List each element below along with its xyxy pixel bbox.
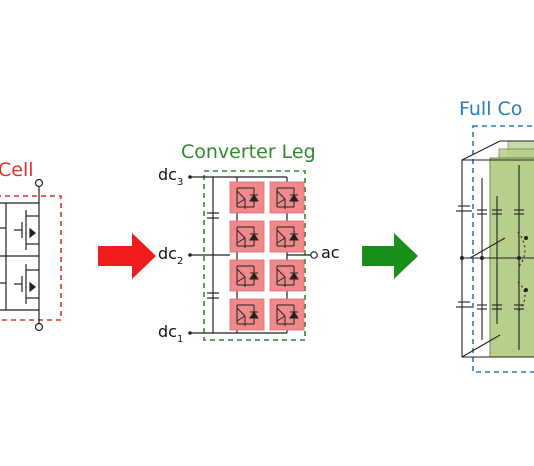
converter-leg-block: Converter Leg dc3 dc2 dc1 ac: [158, 141, 340, 345]
cell-border: [0, 195, 62, 321]
ac-terminal: [310, 251, 318, 259]
cell-circuit: [0, 178, 44, 332]
switching-cell: [269, 259, 305, 292]
arrow-leg-to-full: [362, 233, 418, 279]
switching-cell: [229, 259, 265, 292]
switching-cell: [229, 298, 265, 331]
leg-title: Converter Leg: [181, 141, 316, 163]
terminal-dc3: dc3: [158, 165, 183, 188]
terminal-dc2: dc2: [158, 244, 183, 267]
switching-cell: [269, 220, 305, 253]
full-border: [472, 125, 534, 373]
full-title: Full Co: [459, 98, 522, 120]
leg-cells: [229, 181, 305, 331]
cell-block: Cell: [0, 159, 62, 332]
full-converter-block: Full Co: [456, 98, 534, 373]
terminal-ac: ac: [321, 243, 340, 262]
cell-title: Cell: [0, 159, 34, 181]
terminal-dc1: dc1: [158, 322, 183, 345]
cell-top-terminal: [34, 178, 44, 188]
arrow-cell-to-leg: [98, 233, 156, 279]
switching-cell: [269, 298, 305, 331]
switching-cell: [269, 181, 305, 214]
cell-bottom-terminal: [34, 322, 44, 332]
switching-cell: [229, 220, 265, 253]
switching-cell: [229, 181, 265, 214]
